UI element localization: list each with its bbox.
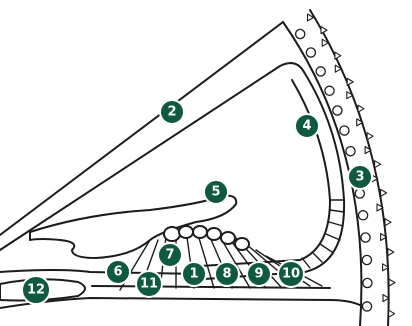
band-circle [362, 255, 371, 264]
band-circle [359, 211, 368, 220]
band-circle [362, 302, 371, 311]
band-triangle [367, 133, 373, 140]
badge-7-label: 7 [165, 248, 174, 263]
badge-9-label: 9 [254, 267, 263, 282]
outer-band-outer-edge [310, 10, 389, 326]
band-triangle [335, 52, 341, 59]
badge-3-label: 3 [355, 170, 364, 185]
band-triangles [308, 14, 396, 317]
badge-8-label: 8 [222, 267, 231, 282]
band-triangle [347, 78, 353, 85]
badge-1: 1 [182, 262, 206, 286]
badge-4: 4 [295, 114, 319, 138]
band-circle [363, 278, 372, 287]
band-circle [333, 106, 342, 115]
diagonal-membrane-outer [0, 22, 283, 235]
band-circle [340, 126, 349, 135]
badge-2: 2 [160, 100, 184, 124]
badge-9: 9 [247, 262, 271, 286]
badge-1-label: 1 [189, 267, 198, 282]
band-triangle [358, 105, 364, 112]
band-triangle [389, 310, 395, 317]
badge-6-label: 6 [113, 265, 122, 280]
badge-6: 6 [106, 260, 130, 284]
badge-8: 8 [215, 262, 239, 286]
band-circle [306, 48, 315, 57]
band-circle [316, 67, 325, 76]
base-line-upper [0, 270, 200, 274]
badge-2-label: 2 [167, 105, 176, 120]
band-circle [325, 86, 334, 95]
badge-5-label: 5 [211, 185, 220, 200]
badge-12: 12 [22, 276, 50, 304]
band-triangle [385, 219, 391, 226]
band-triangle [388, 249, 394, 256]
band-circle [361, 233, 370, 242]
badge-11: 11 [136, 271, 162, 297]
stria-ticks [302, 200, 344, 268]
band-triangle [375, 161, 381, 168]
badge-10: 10 [278, 261, 304, 287]
band-triangle [389, 279, 395, 286]
badge-4-label: 4 [302, 119, 311, 134]
band-triangle [381, 189, 387, 196]
badge-12-label: 12 [27, 283, 45, 298]
band-circle [346, 147, 355, 156]
badge-11-label: 11 [140, 277, 158, 292]
band-circle [355, 189, 364, 198]
band-circle [296, 29, 305, 38]
badge-3: 3 [348, 165, 372, 189]
badge-7: 7 [158, 243, 182, 267]
inner-curve-outer [190, 72, 344, 280]
badge-10-label: 10 [282, 267, 300, 282]
badge-5: 5 [204, 180, 228, 204]
